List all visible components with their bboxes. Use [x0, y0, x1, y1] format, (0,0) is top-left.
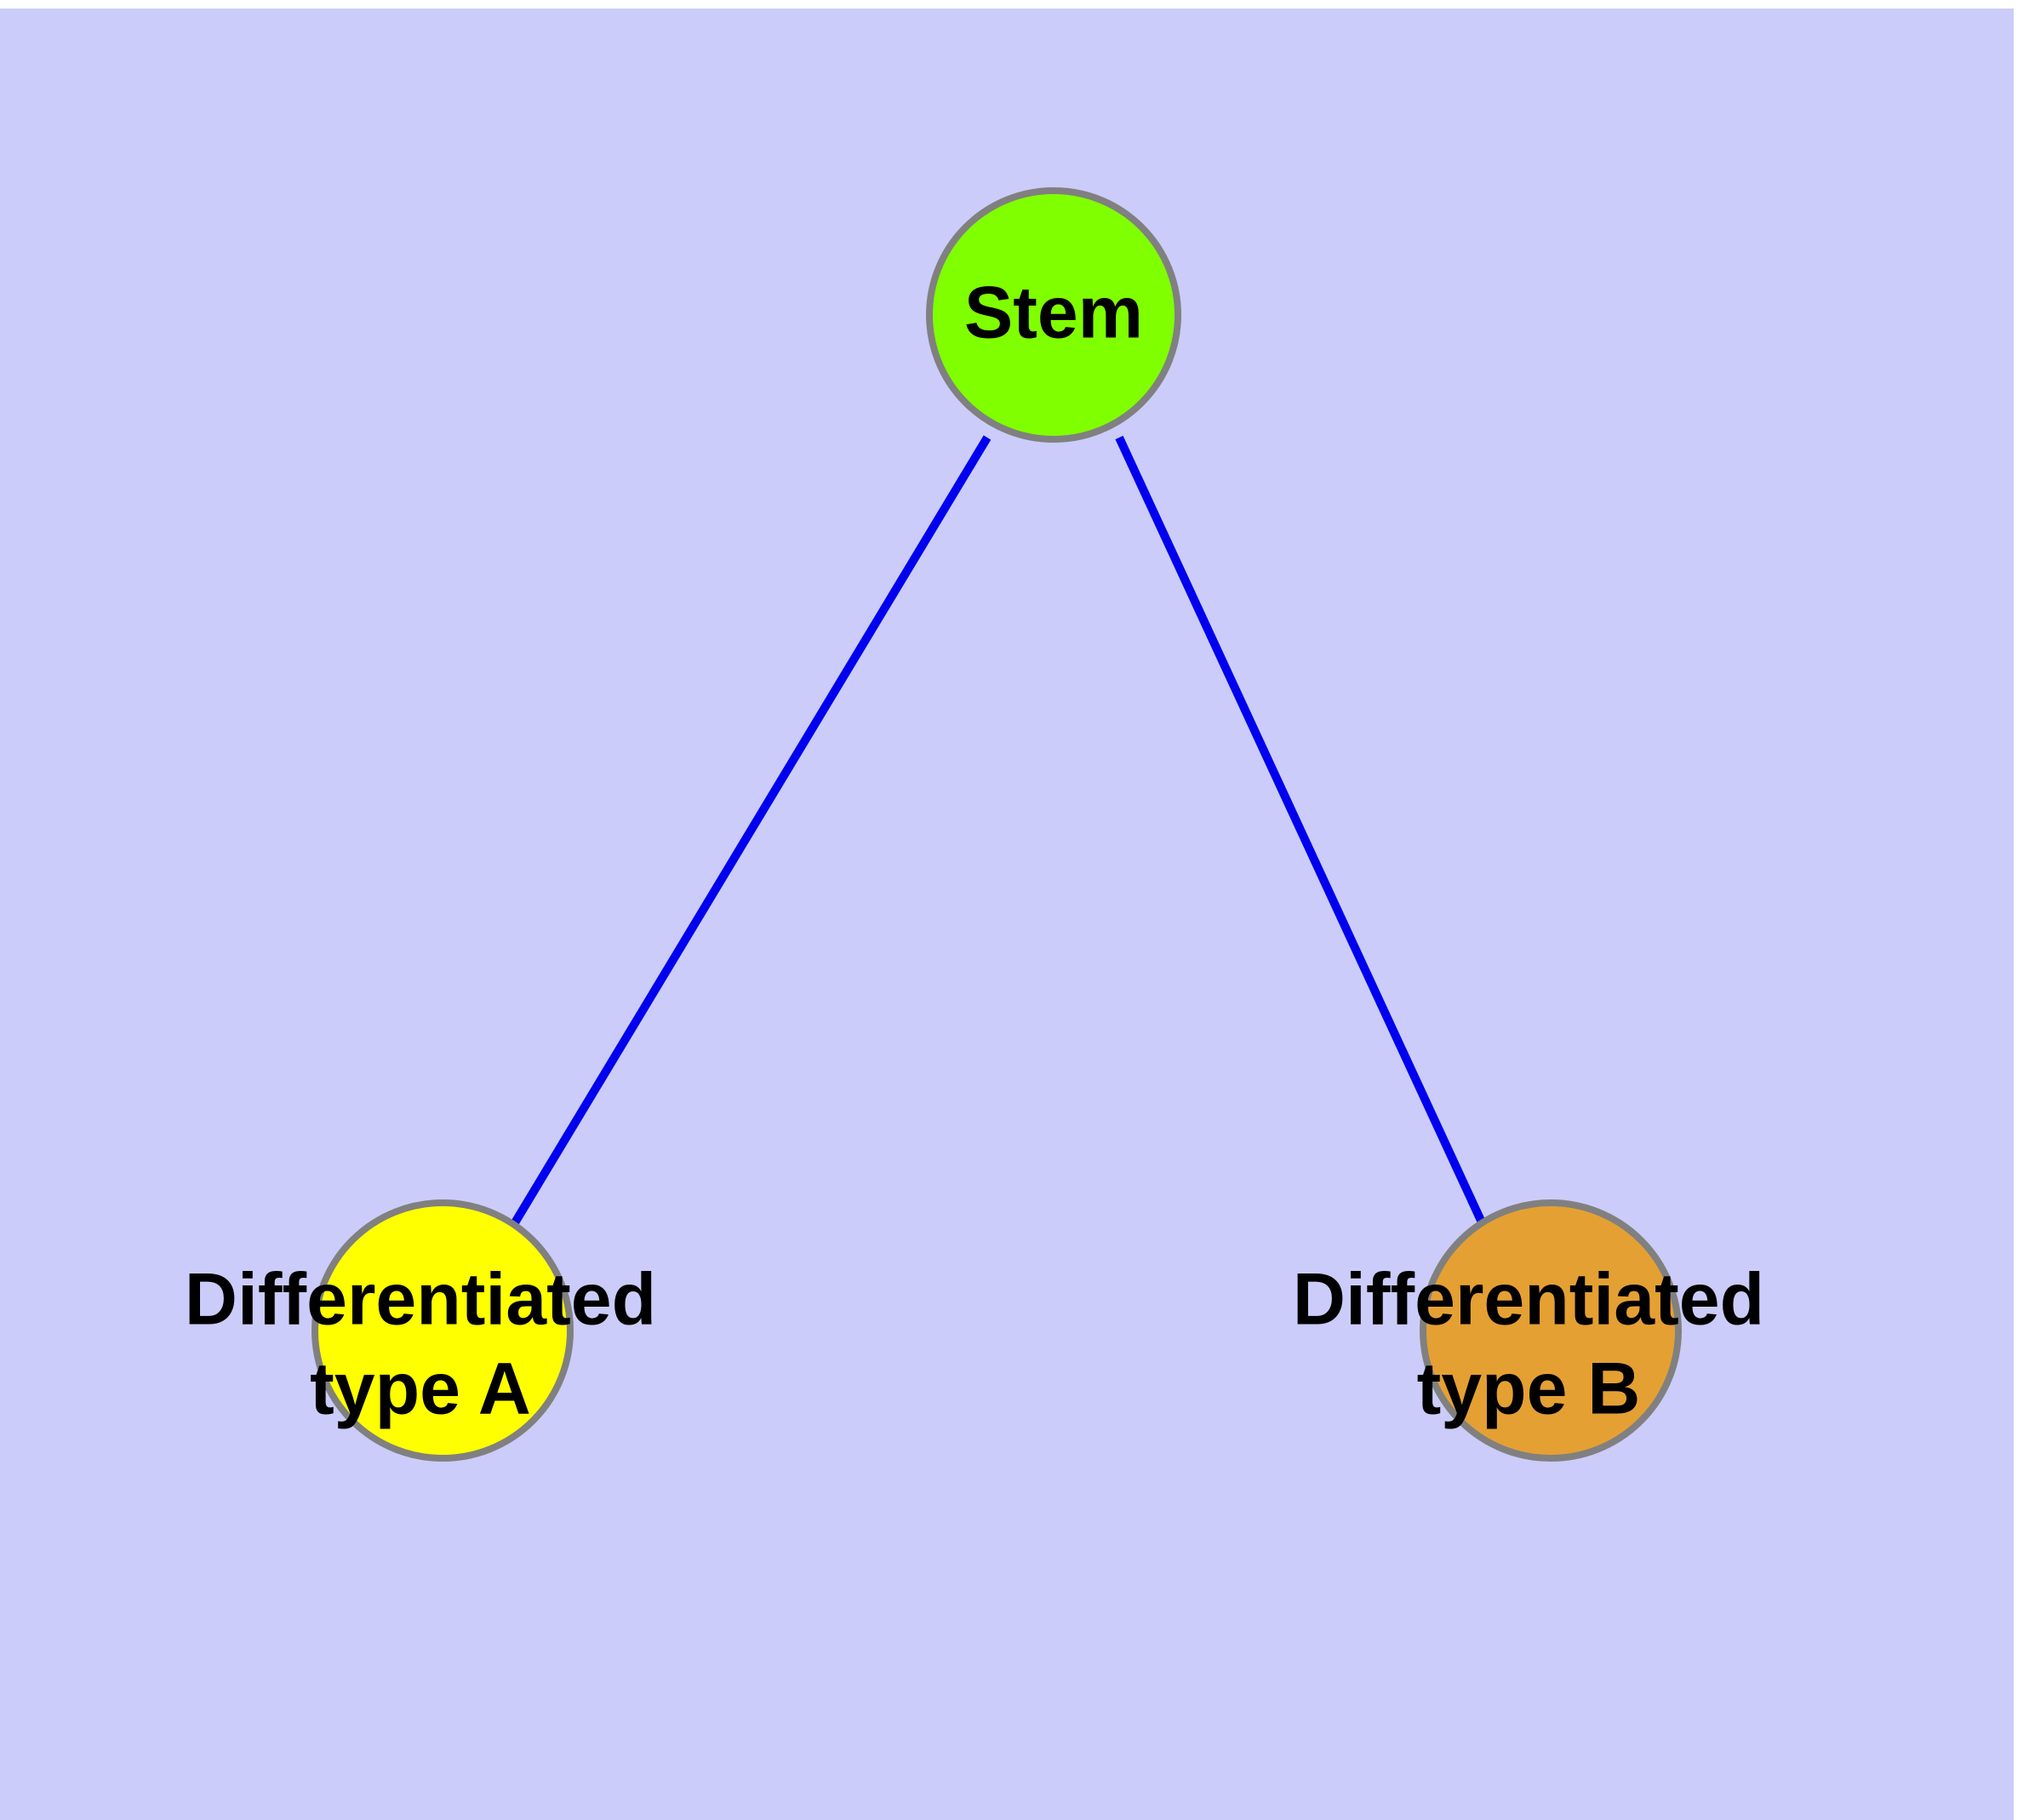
node-diff-b[interactable]: Differentiated type B	[1293, 1199, 1764, 1462]
node-stem-circle[interactable]	[926, 187, 1181, 443]
edge-stem-to-diff-a[interactable]	[510, 435, 992, 1227]
node-diff-a-label-line2: type A	[310, 1348, 531, 1430]
node-diff-b-label-line1: Differentiated	[1293, 1259, 1764, 1341]
node-layer: Stem Differentiated type A Differentiate…	[185, 187, 1764, 1462]
node-diff-b-label-line2: type B	[1417, 1348, 1641, 1430]
node-stem-label: Stem	[964, 272, 1143, 354]
edge-layer	[510, 435, 1487, 1227]
node-diff-b-circle[interactable]	[1420, 1199, 1682, 1462]
node-diff-a-label-line1: Differentiated	[185, 1259, 656, 1341]
node-stem[interactable]: Stem	[926, 187, 1181, 443]
node-diff-a-circle[interactable]	[311, 1199, 574, 1462]
edge-stem-to-diff-b[interactable]	[1115, 435, 1487, 1227]
node-diff-a[interactable]: Differentiated type A	[185, 1199, 656, 1462]
